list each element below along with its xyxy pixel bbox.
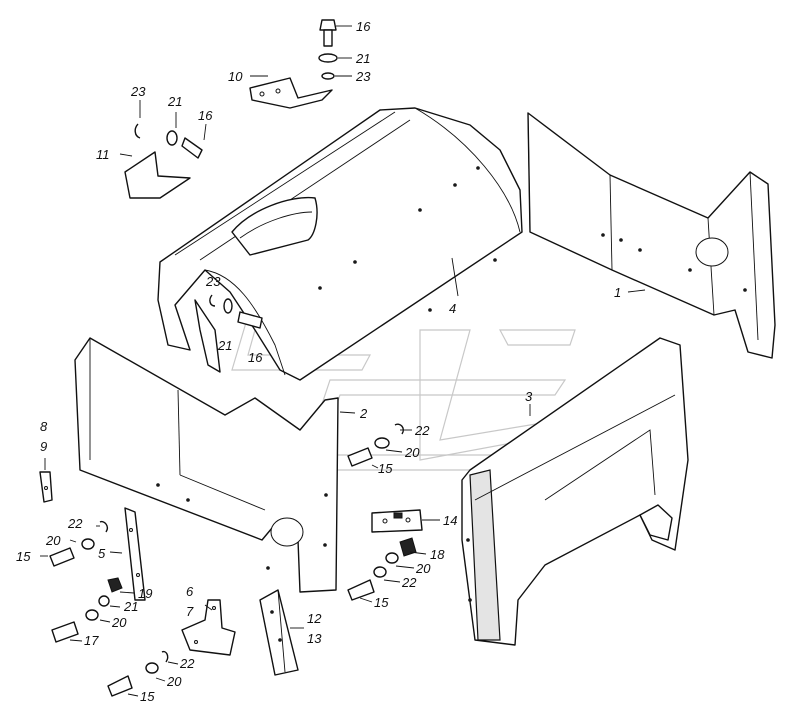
label-18: 18 bbox=[430, 547, 445, 562]
label-9: 9 bbox=[40, 439, 47, 454]
label-8: 8 bbox=[40, 419, 48, 434]
part-3-side-panel bbox=[461, 337, 689, 646]
part-8-9-bracket bbox=[39, 471, 53, 503]
part-6-7-bracket bbox=[181, 599, 236, 656]
label-12: 12 bbox=[307, 611, 322, 626]
part-1-rear-panel bbox=[527, 112, 776, 359]
fastener-set-bottom bbox=[107, 650, 169, 697]
label-13: 13 bbox=[307, 631, 322, 646]
part-12-13-strip bbox=[259, 589, 299, 676]
label-20-left: 20 bbox=[45, 533, 61, 548]
fastener-set-2 bbox=[347, 423, 404, 467]
label-23-cover: 23 bbox=[205, 274, 221, 289]
label-22-bottom: 22 bbox=[179, 656, 195, 671]
part-10-bracket bbox=[249, 77, 333, 109]
label-15-left: 15 bbox=[16, 549, 31, 564]
label-22-right: 22 bbox=[401, 575, 417, 590]
label-21-cover: 21 bbox=[217, 338, 232, 353]
label-20-cover: 20 bbox=[404, 445, 420, 460]
label-16-cover: 16 bbox=[248, 350, 263, 365]
label-17: 17 bbox=[84, 633, 99, 648]
fastener-set-11 bbox=[134, 123, 203, 159]
fastener-set-cover bbox=[209, 294, 263, 329]
part-4-engine-cover bbox=[157, 107, 523, 381]
label-21-top: 21 bbox=[355, 51, 370, 66]
part-14-plate bbox=[371, 509, 423, 533]
fastener-set-top bbox=[318, 19, 338, 80]
label-20-right: 20 bbox=[415, 561, 431, 576]
part-11-bracket bbox=[124, 151, 191, 199]
label-20-bottom: 20 bbox=[166, 674, 182, 689]
leader-lines bbox=[40, 25, 646, 697]
label-15-bottom: 15 bbox=[140, 689, 155, 704]
label-14: 14 bbox=[443, 513, 457, 528]
label-15-cover: 15 bbox=[378, 461, 393, 476]
label-4: 4 bbox=[449, 301, 456, 316]
label-2: 2 bbox=[359, 406, 368, 421]
callout-labels: 16 21 23 10 23 21 16 11 23 21 16 4 1 2 3… bbox=[16, 19, 621, 704]
label-15-right: 15 bbox=[374, 595, 389, 610]
part-2-side-panel bbox=[74, 337, 339, 593]
label-23-left: 23 bbox=[130, 84, 146, 99]
label-5: 5 bbox=[98, 546, 106, 561]
label-19: 19 bbox=[138, 586, 152, 601]
label-20-left2: 20 bbox=[111, 615, 127, 630]
label-6: 6 bbox=[186, 584, 194, 599]
label-22-left: 22 bbox=[67, 516, 83, 531]
label-7: 7 bbox=[186, 604, 194, 619]
label-1: 1 bbox=[614, 285, 621, 300]
label-23-top: 23 bbox=[355, 69, 371, 84]
label-22-cover: 22 bbox=[414, 423, 430, 438]
label-3: 3 bbox=[525, 389, 533, 404]
label-11: 11 bbox=[96, 147, 110, 162]
label-21-left: 21 bbox=[167, 94, 182, 109]
label-16-left: 16 bbox=[198, 108, 213, 123]
label-21-left2: 21 bbox=[123, 599, 138, 614]
fastener-set-left bbox=[49, 520, 123, 643]
fastener-set-right bbox=[347, 537, 417, 601]
label-10: 10 bbox=[228, 69, 243, 84]
label-16-top: 16 bbox=[356, 19, 371, 34]
part-5-strip bbox=[124, 507, 146, 601]
